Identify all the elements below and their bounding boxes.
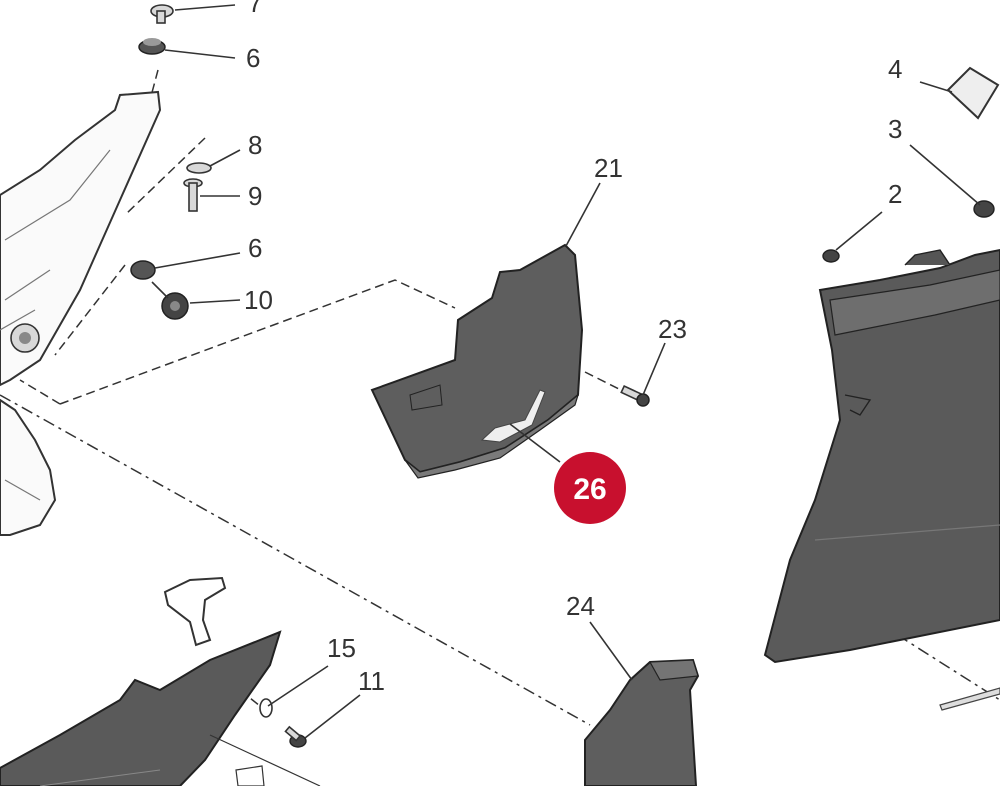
lower-left-fairing: [0, 576, 321, 786]
screw-23-icon: [620, 384, 650, 407]
hardware-upper-left: [130, 4, 212, 320]
side-cover-21: [370, 243, 584, 479]
callout-11: 11: [358, 666, 385, 696]
grommet-6b-icon: [130, 260, 156, 280]
decal-strip: [939, 687, 1000, 711]
callout-6-lower: 6: [248, 233, 262, 263]
callout-10: 10: [244, 285, 273, 315]
callout-6-upper: 6: [246, 43, 260, 73]
right-fairing-panel: [763, 66, 1000, 711]
callout-3: 3: [888, 114, 902, 144]
callout-24: 24: [566, 591, 595, 621]
badge-label: 26: [573, 473, 606, 506]
callout-8: 8: [248, 130, 262, 160]
callout-labels: 7 6 8 9 6 10 4 3 2 21 23 24 15 11: [244, 0, 902, 696]
clip-4-icon: [946, 66, 1000, 120]
highlight-badge-26[interactable]: 26: [554, 452, 626, 524]
left-upper-fairing: [0, 90, 162, 536]
callout-9: 9: [248, 181, 262, 211]
badge-circle: [554, 452, 626, 524]
leader-lines: [154, 4, 981, 739]
callout-21: 21: [594, 153, 623, 183]
callout-7: 7: [248, 0, 262, 18]
washer-8-icon: [186, 162, 212, 174]
callout-4: 4: [888, 54, 902, 84]
bracket-icon: [163, 576, 227, 647]
washer-15-icon: [259, 698, 273, 718]
callout-15: 15: [327, 633, 356, 663]
nut-2-icon: [822, 249, 840, 263]
lower-center-part-24: [584, 658, 700, 786]
callout-2: 2: [888, 179, 902, 209]
callout-23: 23: [658, 314, 687, 344]
